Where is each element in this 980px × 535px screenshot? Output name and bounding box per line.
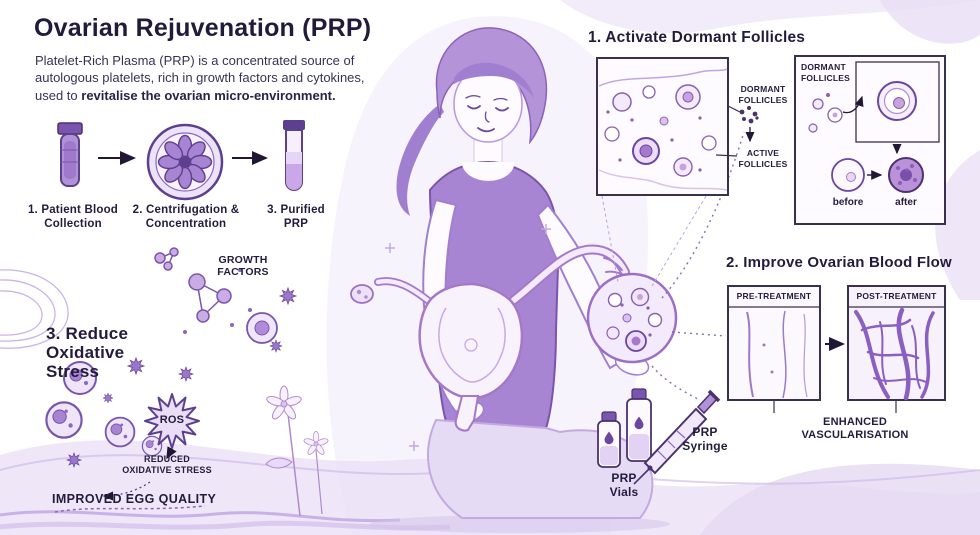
hair-front: [454, 62, 534, 98]
step-label-purified-prp: 3. Purified PRP: [267, 204, 325, 230]
skirt: [427, 418, 654, 519]
activate-follicles-title: 1. Activate Dormant Follicles: [588, 29, 806, 46]
subtitle-text: Platelet-Rich Plasma (PRP) is a concentr…: [35, 53, 365, 103]
ros-burst: [54, 393, 206, 513]
left-ovary: [350, 284, 374, 304]
oxidative-stress-title: 3. Reduce Oxidative Stress: [46, 324, 129, 382]
after-label: after: [895, 197, 917, 208]
post-treatment-label: POST-TREATMENT: [856, 291, 937, 301]
prp-tube-icon: [283, 120, 305, 191]
post-treatment-panel: [847, 285, 946, 401]
detail-panel-title: DORMANT FOLLICLES: [801, 62, 851, 83]
prp-syringe-icon: [633, 389, 721, 485]
uterus-body: [418, 282, 524, 400]
ovary-magnified: [586, 272, 678, 364]
sparkles: [385, 224, 551, 451]
ros-label: ROS: [159, 414, 185, 426]
prp-vial-icons: [597, 388, 652, 468]
dormant-dots: [739, 106, 759, 124]
reduced-oxidative-stress-label: REDUCED OXIDATIVE STRESS: [122, 454, 212, 475]
blood-collection-tube-icon: [57, 122, 83, 187]
page-subtitle: Platelet-Rich Plasma (PRP) is a concentr…: [35, 52, 387, 104]
growth-factor-molecules: [154, 247, 297, 353]
before-label: before: [832, 197, 864, 208]
pre-treatment-label: PRE-TREATMENT: [736, 291, 812, 301]
wave-contours: [0, 269, 69, 349]
step-label-centrifugation: 2. Centrifugation & Concentration: [132, 204, 240, 230]
step-label-blood-collection: 1. Patient Blood Collection: [27, 204, 119, 230]
face-features: [465, 95, 509, 133]
prp-vials-label: PRP Vials: [609, 471, 639, 500]
prp-syringe-label: PRP Syringe: [682, 425, 728, 454]
chest-skin: [462, 162, 514, 181]
pre-treatment-panel: [727, 285, 821, 401]
centrifuge-icon: [146, 123, 224, 201]
blood-flow-title: 2. Improve Ovarian Blood Flow: [726, 254, 952, 271]
improved-egg-quality-label: IMPROVED EGG QUALITY: [52, 492, 217, 506]
dormant-follicles-label: DORMANT FOLLICLES: [738, 84, 788, 105]
active-follicles-label: ACTIVE FOLLICLES: [738, 148, 788, 169]
page-title: Ovarian Rejuvenation (PRP): [34, 14, 372, 42]
follicle-detail-panel: [794, 55, 946, 225]
enhanced-vascularisation-label: ENHANCED VASCULARISATION: [801, 416, 909, 441]
subtitle-emphasis: revitalise the ovarian micro-environment…: [81, 87, 336, 103]
flower-decoration: [265, 385, 329, 517]
uterus-illustration: [350, 244, 630, 432]
connector-lines: [601, 131, 745, 401]
follicle-panel: [596, 57, 759, 196]
hair-back: [435, 27, 548, 145]
cervix: [454, 395, 480, 432]
growth-factors-label: GROWTH FACTORS: [217, 254, 269, 279]
